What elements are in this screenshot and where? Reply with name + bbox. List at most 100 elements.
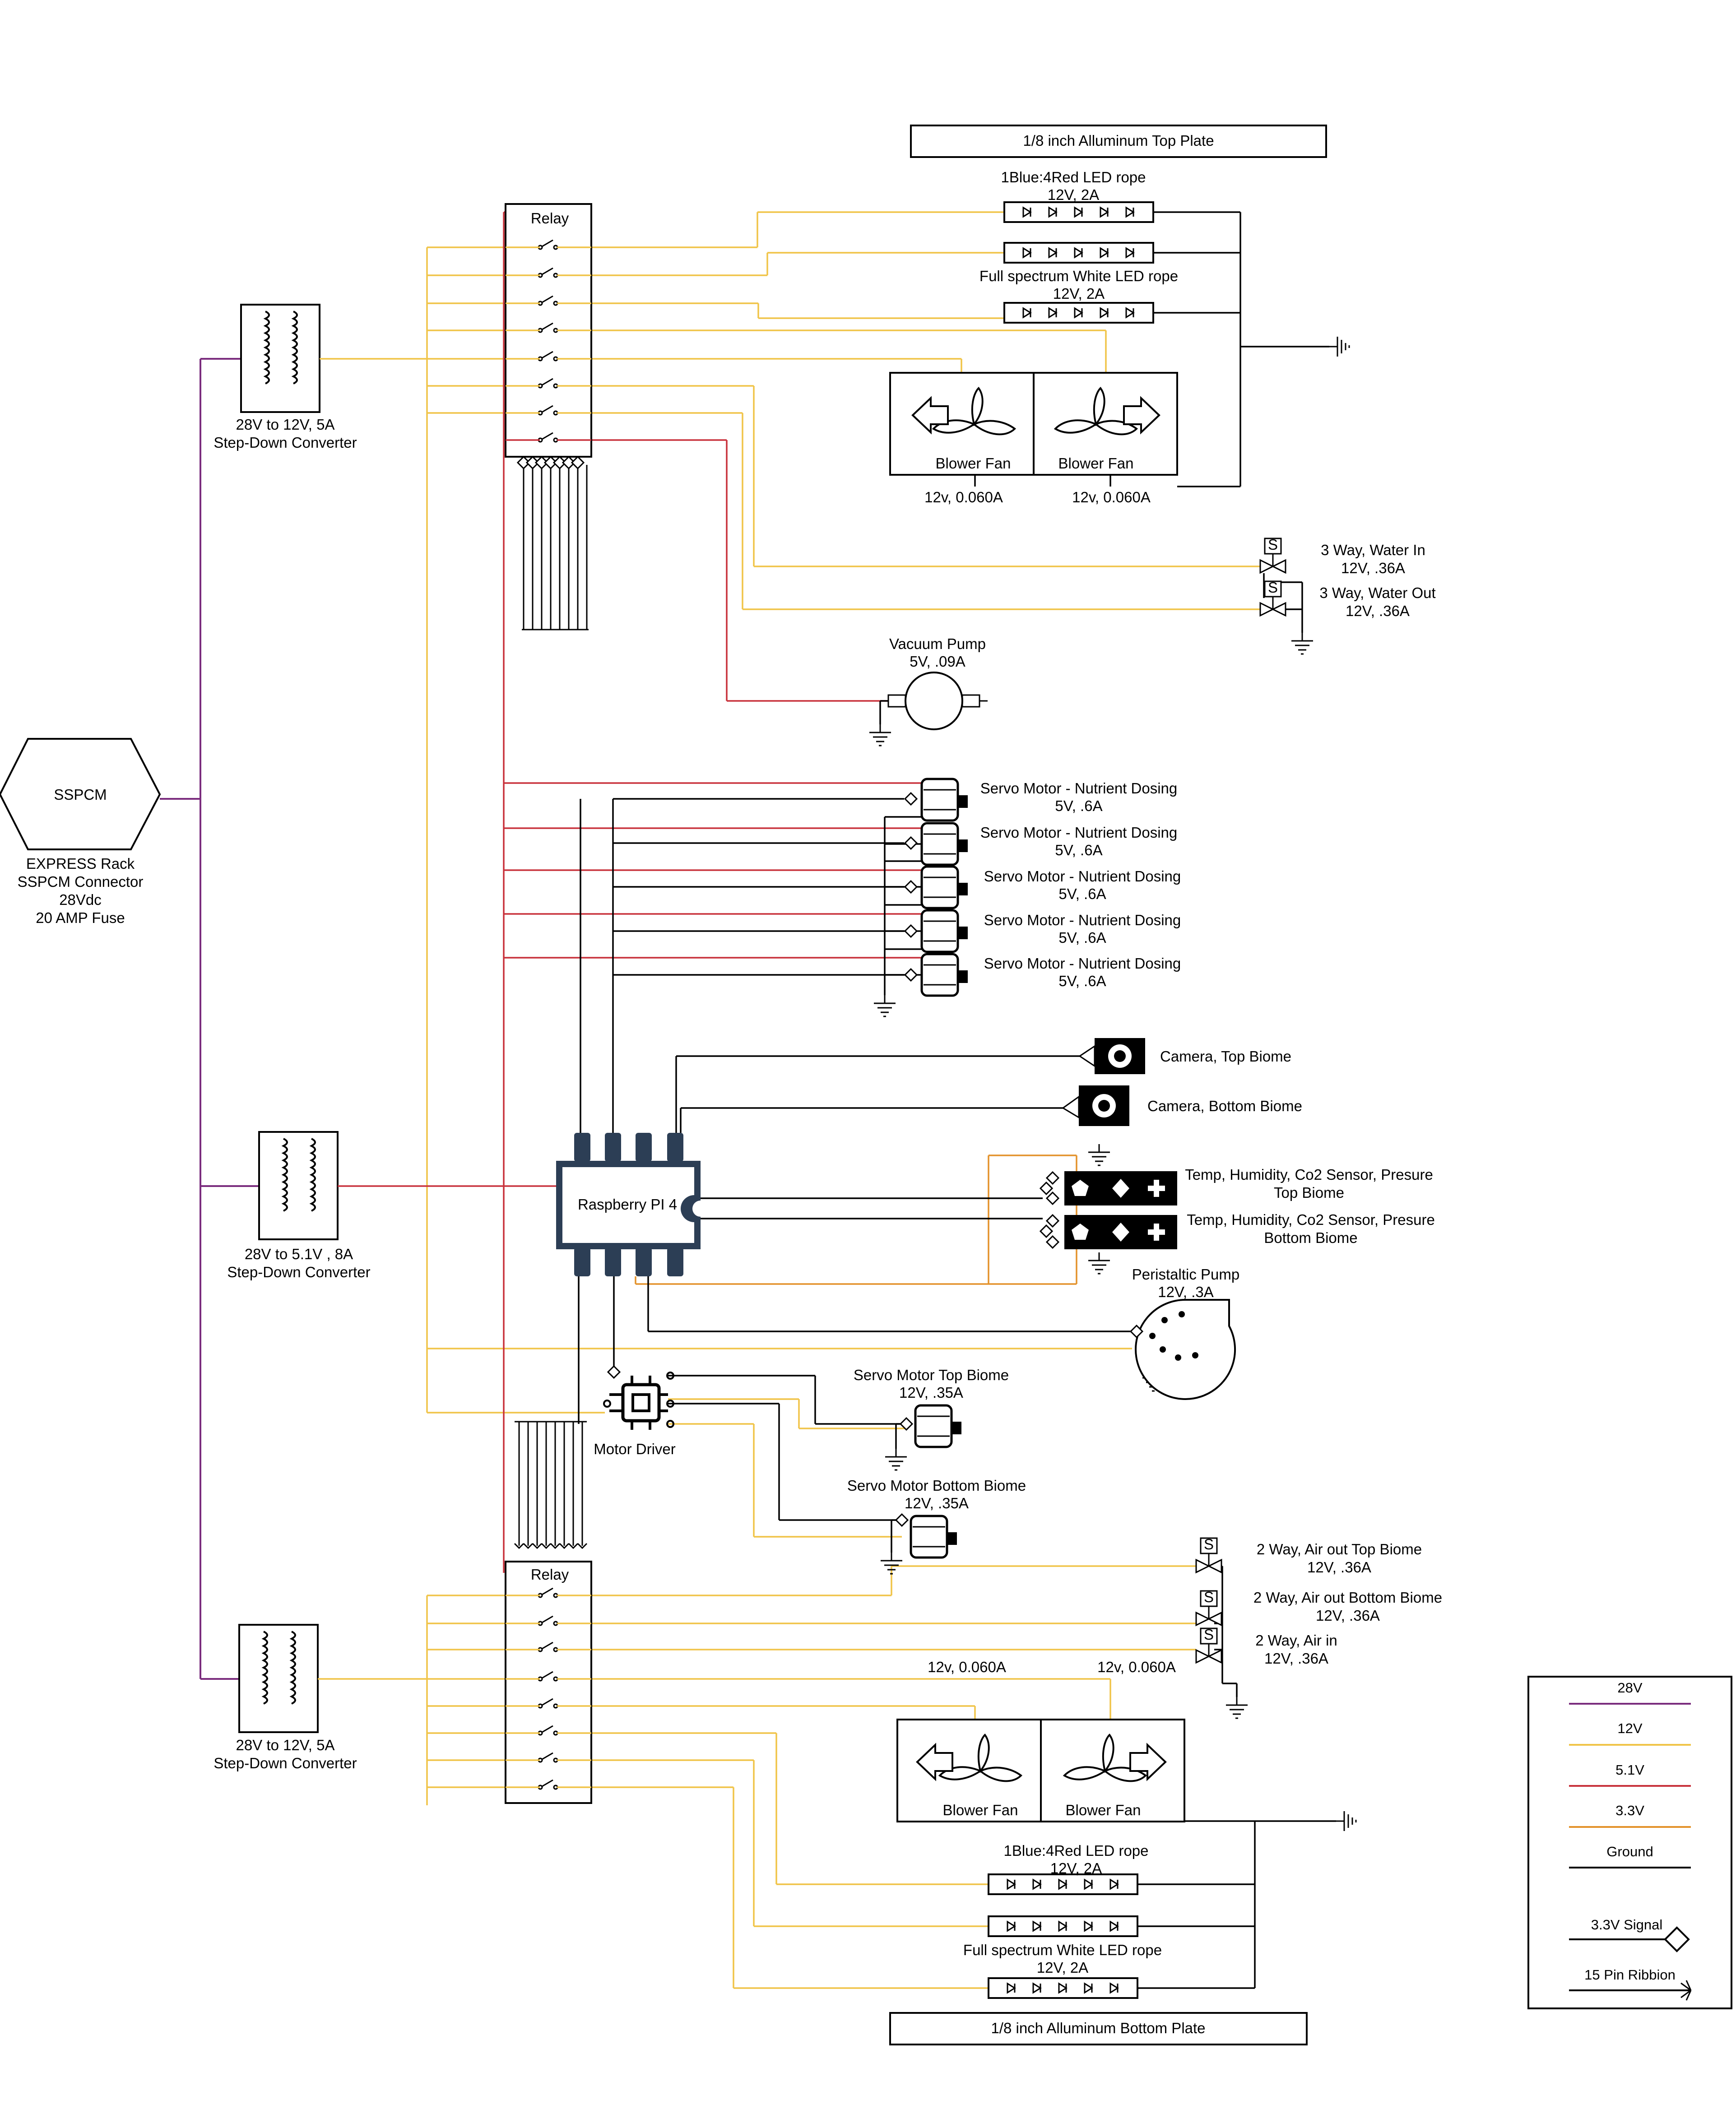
servo-nutrient-1-name: Servo Motor - Nutrient Dosing: [980, 780, 1178, 797]
servo-bottom-biome-name: Servo Motor Bottom Biome: [847, 1477, 1026, 1494]
camera-top-label: Camera, Top Biome: [1160, 1048, 1291, 1065]
signal-diamond: [904, 968, 918, 982]
blower-fan-top-right-label: Blower Fan: [1058, 455, 1134, 472]
sspcm-hexagon: [0, 738, 161, 850]
signal-diamond: [1046, 1235, 1059, 1249]
servo-top-biome-spec: 12V, .35A: [899, 1384, 963, 1401]
signal-diamond: [1040, 1224, 1053, 1238]
ground-symbol: [1335, 1810, 1357, 1832]
sensor-top-biome: [1064, 1171, 1177, 1205]
sspcm-desc-3: 28Vdc: [59, 891, 102, 908]
wires-3v3: [635, 1154, 1077, 1285]
motor-driver: [603, 1372, 674, 1430]
blower-fan-bottom-right-label: Blower Fan: [1066, 1802, 1141, 1818]
ground-symbol: [1087, 1252, 1111, 1275]
bottom-plate-label: 1/8 inch Alluminum Bottom Plate: [991, 2020, 1205, 2036]
led-bottom-2-name: Full spectrum White LED rope: [963, 1942, 1162, 1958]
motor-driver-label: Motor Driver: [594, 1441, 676, 1457]
servo-nutrient-3-name: Servo Motor - Nutrient Dosing: [984, 868, 1181, 885]
peristaltic-pump-spec: 12V, .3A: [1158, 1284, 1214, 1300]
ground-symbol: [1225, 1696, 1249, 1719]
servo-nutrient-3-spec: 5V, .6A: [1058, 885, 1106, 902]
converter-bottom-line2: Step-Down Converter: [214, 1755, 357, 1771]
ribbon-cable-bottom: [514, 1421, 588, 1549]
servo-nutrient-4-spec: 5V, .6A: [1058, 929, 1106, 946]
servo-bottom-biome: [911, 1516, 957, 1558]
servo-nutrient-3: [922, 867, 968, 908]
legend-item-3v3: 3.3V: [1615, 1803, 1644, 1818]
legend-item-28v: 28V: [1617, 1680, 1642, 1696]
valve-air-out-top-name: 2 Way, Air out Top Biome: [1257, 1541, 1422, 1558]
led-rope-bottom-2: [989, 1916, 1137, 1936]
signal-diamond: [904, 836, 918, 850]
legend-item-12v: 12V: [1617, 1720, 1642, 1736]
sspcm-desc-1: EXPRESS Rack: [26, 855, 135, 872]
blower-fan-top-right: [1033, 372, 1178, 476]
led-rope-top-3: [1004, 303, 1153, 323]
camera-top: [1078, 1038, 1145, 1074]
signal-diamond: [1040, 1182, 1053, 1195]
ground-symbol: [1328, 336, 1350, 357]
converter-middle-line2: Step-Down Converter: [227, 1264, 370, 1280]
led-rope-top-2: [1004, 243, 1153, 263]
ground-symbol: [1087, 1143, 1111, 1166]
servo-nutrient-2-spec: 5V, .6A: [1055, 842, 1102, 858]
relay-top-label: Relay: [531, 210, 569, 227]
valve-water-out-name: 3 Way, Water Out: [1319, 584, 1435, 601]
blower-fan-bottom-right: [1040, 1719, 1185, 1822]
valve-symbol: S: [1204, 1626, 1214, 1643]
blower-fan-bottom-left-label: Blower Fan: [943, 1802, 1018, 1818]
valve-water-in-spec: 12V, .36A: [1341, 560, 1405, 576]
servo-nutrient-4-name: Servo Motor - Nutrient Dosing: [984, 912, 1181, 928]
converter-bottom-line1: 28V to 12V, 5A: [236, 1737, 335, 1753]
ground-symbol: [873, 994, 896, 1017]
sensor-top-line2: Top Biome: [1274, 1184, 1344, 1201]
sspcm-label: SSPCM: [54, 786, 107, 803]
signal-diamond: [904, 924, 918, 938]
top-plate-box: [910, 125, 1327, 158]
valve-symbol: S: [1204, 1589, 1214, 1605]
blower-fan-bottom-right-spec: 12v, 0.060A: [1097, 1659, 1176, 1675]
ground-symbol: [1290, 632, 1314, 655]
raspberry-pi-label: Raspberry PI 4: [578, 1196, 677, 1213]
valve-air-in-name: 2 Way, Air in: [1255, 1632, 1337, 1649]
led-rope-bottom-1: [989, 1874, 1137, 1894]
valve-water-in-name: 3 Way, Water In: [1321, 542, 1425, 558]
led-rope-top-1: [1004, 202, 1153, 222]
blower-fan-bottom-left: [896, 1719, 1042, 1822]
legend-ribbon-arrow: [1680, 1980, 1692, 2001]
led-bottom-1-name: 1Blue:4Red LED rope: [1003, 1842, 1148, 1859]
servo-nutrient-5-name: Servo Motor - Nutrient Dosing: [984, 955, 1181, 972]
led-rope-bottom-3: [989, 1978, 1137, 1998]
legend-ribbon-label: 15 Pin Ribbion: [1584, 1967, 1676, 1983]
valve-air-out-bottom-name: 2 Way, Air out Bottom Biome: [1253, 1589, 1442, 1606]
camera-bottom: [1062, 1085, 1129, 1126]
servo-top-biome-name: Servo Motor Top Biome: [854, 1367, 1009, 1383]
converter-bottom: [238, 1624, 319, 1733]
sspcm-desc-4: 20 AMP Fuse: [36, 909, 125, 926]
legend-signal-diamond: [1664, 1926, 1690, 1952]
raspberry-pi: [556, 1133, 701, 1276]
wires-5v: [338, 211, 931, 1573]
valve-air-in-spec: 12V, .36A: [1264, 1650, 1328, 1667]
valve-water-out-spec: 12V, .36A: [1346, 603, 1410, 619]
servo-top-biome: [915, 1405, 961, 1447]
bus-28v: [160, 358, 259, 1680]
servo-nutrient-4: [922, 910, 968, 952]
legend-signal-label: 3.3V Signal: [1591, 1917, 1663, 1933]
vacuum-pump-spec: 5V, .09A: [910, 653, 965, 670]
valve-symbol: S: [1204, 1536, 1214, 1553]
relay-top-leads: [506, 246, 591, 441]
blower-fan-top-left-spec: 12v, 0.060A: [924, 489, 1003, 505]
converter-middle: [258, 1131, 339, 1240]
sensor-bottom-line2: Bottom Biome: [1264, 1229, 1357, 1246]
servo-nutrient-5-spec: 5V, .6A: [1058, 973, 1106, 989]
relay-bottom-leads: [506, 1595, 591, 1788]
valve-symbol: S: [1268, 579, 1278, 596]
vacuum-pump: [887, 672, 988, 730]
servo-nutrient-2-name: Servo Motor - Nutrient Dosing: [980, 824, 1178, 841]
sensor-top-line1: Temp, Humidity, Co2 Sensor, Presure: [1185, 1166, 1433, 1183]
ground-symbol: [868, 723, 892, 746]
valve-air-out-top-spec: 12V, .36A: [1307, 1559, 1371, 1576]
